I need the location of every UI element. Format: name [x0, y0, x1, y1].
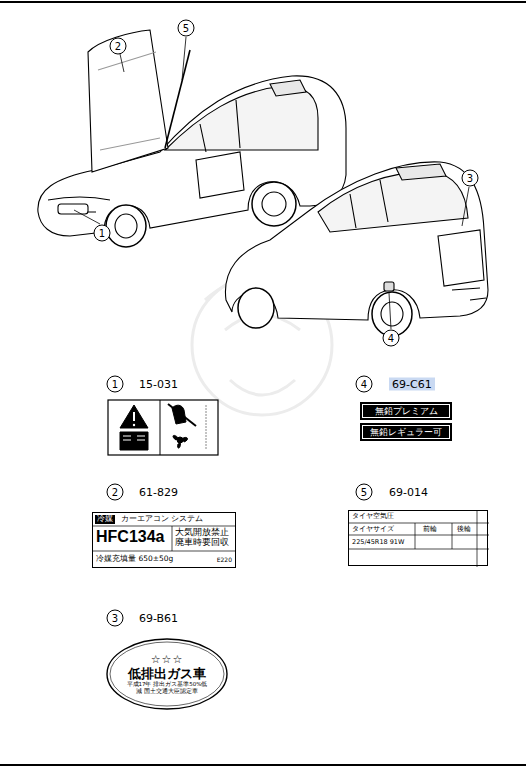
warning-sticker: [108, 400, 218, 455]
rule-line: [349, 535, 489, 536]
rule-line: [93, 551, 235, 552]
emission-sticker: ☆☆☆低排出ガス車平成17年 排出ガス基準50%低減 国土交通大臣認定車: [106, 638, 228, 710]
sticker-text: 無鉛プレミアム: [375, 406, 438, 416]
sticker-text: 後輪: [457, 526, 471, 533]
sticker-text: ☆☆☆: [151, 654, 184, 667]
bottom-rule: [0, 764, 526, 766]
sticker-text: カーエアコン システム: [121, 515, 203, 524]
part-number: 69-C61: [389, 378, 435, 391]
sticker-text: 前輪: [423, 526, 437, 533]
rule-line: [349, 523, 489, 524]
sticker-text: 大気開放禁止 廃車時要回収: [175, 528, 233, 548]
rule-line: [93, 526, 235, 527]
callout-number: 2: [110, 38, 127, 55]
top-rule: [0, 1, 526, 3]
part-number: 15-031: [139, 378, 178, 391]
rule-line: [477, 511, 478, 567]
callout-number: 4: [356, 376, 373, 393]
rule-line: [452, 523, 453, 549]
oval-border: [107, 639, 227, 709]
sticker-text: 平成17年 排出ガス基準50%低減 国土交通大臣認定車: [125, 681, 209, 694]
rear-car: [225, 162, 488, 336]
sticker-text: 無鉛レギュラー可: [370, 427, 442, 437]
front-car: [38, 30, 346, 247]
sticker-text: タイヤ空気圧: [352, 513, 394, 520]
callout-number: 5: [178, 20, 195, 37]
tire-pressure-sticker: タイヤ空気圧タイヤサイズ 前輪 後輪 225/45R18 91W: [348, 510, 488, 566]
fuel-sticker: 無鉛プレミアム: [360, 402, 452, 420]
callout-number: 3: [462, 170, 479, 187]
sticker-text: 低排出ガス車: [128, 667, 206, 681]
rule-line: [172, 526, 173, 551]
rule-line: [415, 523, 416, 549]
part-number: 69-B61: [139, 612, 178, 625]
sticker-text: 225/45R18 91W: [352, 539, 404, 546]
sticker-text: HFC134a: [96, 528, 164, 546]
sticker-text: E220: [217, 557, 232, 564]
callout-number: 3: [107, 610, 124, 627]
callout-number: 5: [356, 484, 373, 501]
part-number: 69-014: [389, 486, 428, 499]
callout-number: 4: [383, 330, 400, 347]
fuel-sticker: 無鉛レギュラー可: [360, 423, 452, 441]
sticker-text: タイヤサイズ: [352, 526, 394, 533]
callout-number: 1: [107, 376, 124, 393]
oval-inner-border: [110, 642, 224, 706]
leader-lines: [74, 37, 469, 329]
part-number: 61-829: [139, 486, 178, 499]
sticker-text: 冷媒充填量 650±50g: [96, 555, 173, 564]
callout-number: 1: [94, 225, 111, 242]
fuel-lid: [384, 282, 394, 291]
callout-number: 2: [107, 484, 124, 501]
aircon-sticker: 冷媒カーエアコン システム HFC134a 大気開放禁止 廃車時要回収冷媒充填量 6…: [92, 512, 236, 568]
sticker-text: 冷媒: [95, 515, 115, 524]
rule-line: [349, 549, 489, 550]
